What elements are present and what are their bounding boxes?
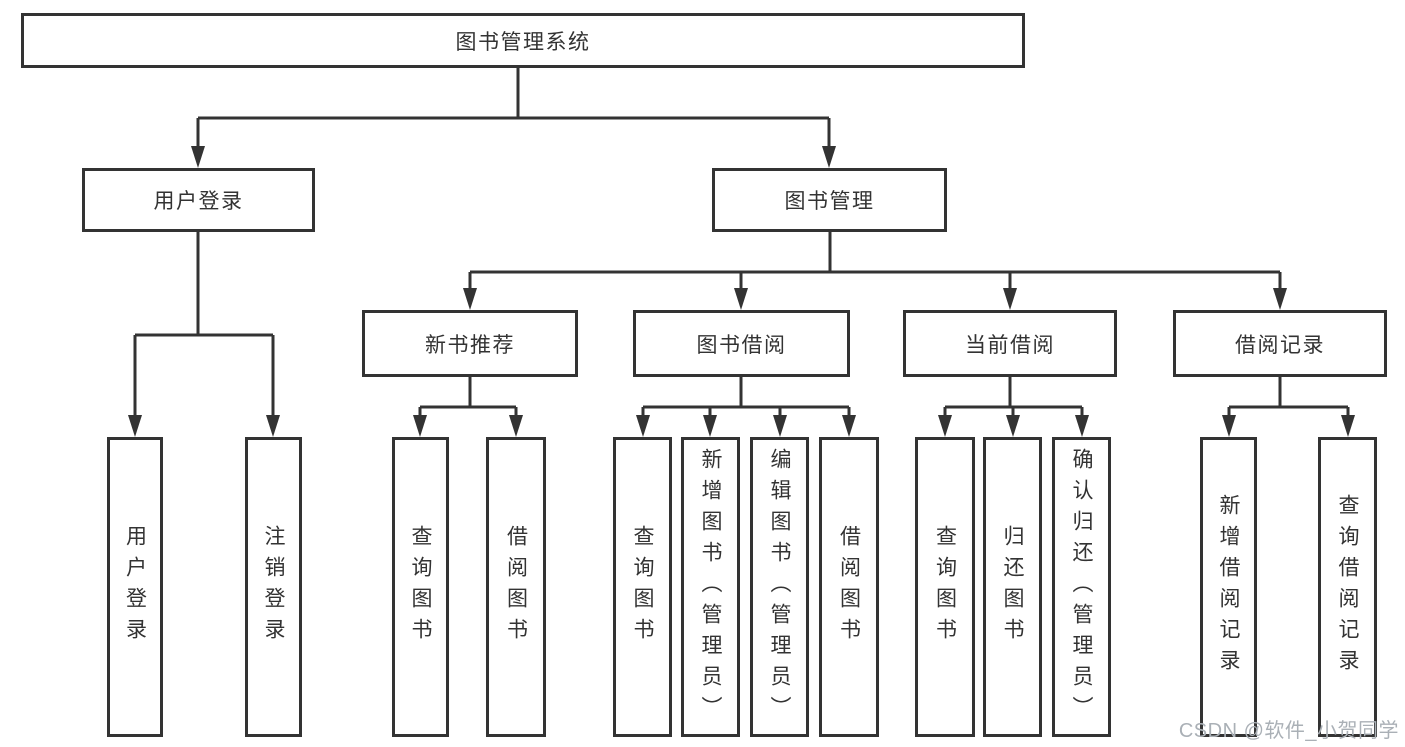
- leaf-confirm-return-admin-label: 确认归还（管理员）: [1070, 447, 1093, 727]
- leaf-add-borrow-record: 新增借阅记录: [1200, 437, 1257, 737]
- connector-book-borrow-to-leaves: [641, 377, 851, 419]
- arrow-down-icon: [842, 415, 856, 437]
- leaf-current-query-book: 查询图书: [915, 437, 975, 737]
- leaf-borrow-query-book-label: 查询图书: [631, 525, 654, 649]
- node-borrowing-records-label: 借阅记录: [1235, 333, 1325, 357]
- leaf-rec-borrow-book: 借阅图书: [486, 437, 546, 737]
- leaf-user-login: 用户登录: [107, 437, 163, 737]
- node-book-management: 图书管理: [712, 168, 947, 232]
- leaf-user-login-label: 用户登录: [123, 525, 147, 649]
- leaf-rec-query-book: 查询图书: [392, 437, 449, 737]
- arrow-down-icon: [1075, 415, 1089, 437]
- arrow-down-icon: [1273, 288, 1287, 310]
- arrow-down-icon: [1222, 415, 1236, 437]
- arrow-down-icon: [1006, 415, 1020, 437]
- connector-root-to-level2: [196, 68, 831, 150]
- arrow-down-icon: [938, 415, 952, 437]
- leaf-add-book-admin-label: 新增图书（管理员）: [699, 447, 722, 727]
- leaf-confirm-return-admin: 确认归还（管理员）: [1052, 437, 1111, 737]
- arrow-down-icon: [413, 415, 427, 437]
- node-borrowing-records: 借阅记录: [1173, 310, 1387, 377]
- leaf-add-book-admin: 新增图书（管理员）: [681, 437, 740, 737]
- connector-book-mgmt-to-level3: [468, 232, 1282, 293]
- node-book-borrowing: 图书借阅: [633, 310, 850, 377]
- csdn-watermark: CSDN @软件_小贺同学: [1178, 720, 1399, 742]
- leaf-query-borrow-record-label: 查询借阅记录: [1336, 494, 1359, 680]
- arrow-down-icon: [463, 288, 477, 310]
- leaf-add-borrow-record-label: 新增借阅记录: [1217, 494, 1240, 680]
- node-book-borrowing-label: 图书借阅: [696, 333, 787, 357]
- connector-new-book-rec-to-leaves: [418, 377, 518, 419]
- leaf-borrow-book-label: 借阅图书: [837, 525, 861, 649]
- leaf-rec-borrow-book-label: 借阅图书: [504, 525, 528, 649]
- arrow-down-icon: [703, 415, 717, 437]
- leaf-logout-label: 注销登录: [262, 525, 285, 649]
- connector-current-borrow-to-leaves: [943, 377, 1084, 419]
- leaf-borrow-book: 借阅图书: [819, 437, 879, 737]
- connector-borrow-records-to-leaves: [1227, 377, 1350, 419]
- node-new-book-recommendation-label: 新书推荐: [425, 333, 515, 357]
- arrow-down-icon: [734, 288, 748, 310]
- arrow-down-icon: [1003, 288, 1017, 310]
- connector-user-login-to-leaves: [133, 232, 275, 419]
- leaf-borrow-query-book: 查询图书: [613, 437, 672, 737]
- node-book-management-label: 图书管理: [784, 190, 875, 213]
- leaf-query-borrow-record: 查询借阅记录: [1318, 437, 1377, 737]
- leaf-rec-query-book-label: 查询图书: [409, 525, 432, 649]
- leaf-edit-book-admin: 编辑图书（管理员）: [750, 437, 809, 737]
- arrow-down-icon: [636, 415, 650, 437]
- arrow-down-icon: [191, 146, 205, 168]
- arrow-down-icon: [773, 415, 787, 437]
- arrow-down-icon: [509, 415, 523, 437]
- leaf-logout: 注销登录: [245, 437, 302, 737]
- arrowheads: [128, 146, 1355, 437]
- leaf-return-book: 归还图书: [983, 437, 1042, 737]
- arrow-down-icon: [128, 415, 142, 437]
- leaf-return-book-label: 归还图书: [1001, 525, 1024, 649]
- node-user-login: 用户登录: [82, 168, 315, 232]
- leaf-edit-book-admin-label: 编辑图书（管理员）: [768, 447, 791, 727]
- node-new-book-recommendation: 新书推荐: [362, 310, 578, 377]
- node-user-login-label: 用户登录: [153, 190, 244, 213]
- node-library-system: 图书管理系统: [21, 13, 1025, 68]
- node-current-borrowing-label: 当前借阅: [965, 333, 1055, 357]
- arrow-down-icon: [822, 146, 836, 168]
- node-library-system-label: 图书管理系统: [455, 30, 591, 54]
- node-current-borrowing: 当前借阅: [903, 310, 1117, 377]
- arrow-down-icon: [266, 415, 280, 437]
- arrow-down-icon: [1341, 415, 1355, 437]
- leaf-current-query-book-label: 查询图书: [933, 525, 957, 649]
